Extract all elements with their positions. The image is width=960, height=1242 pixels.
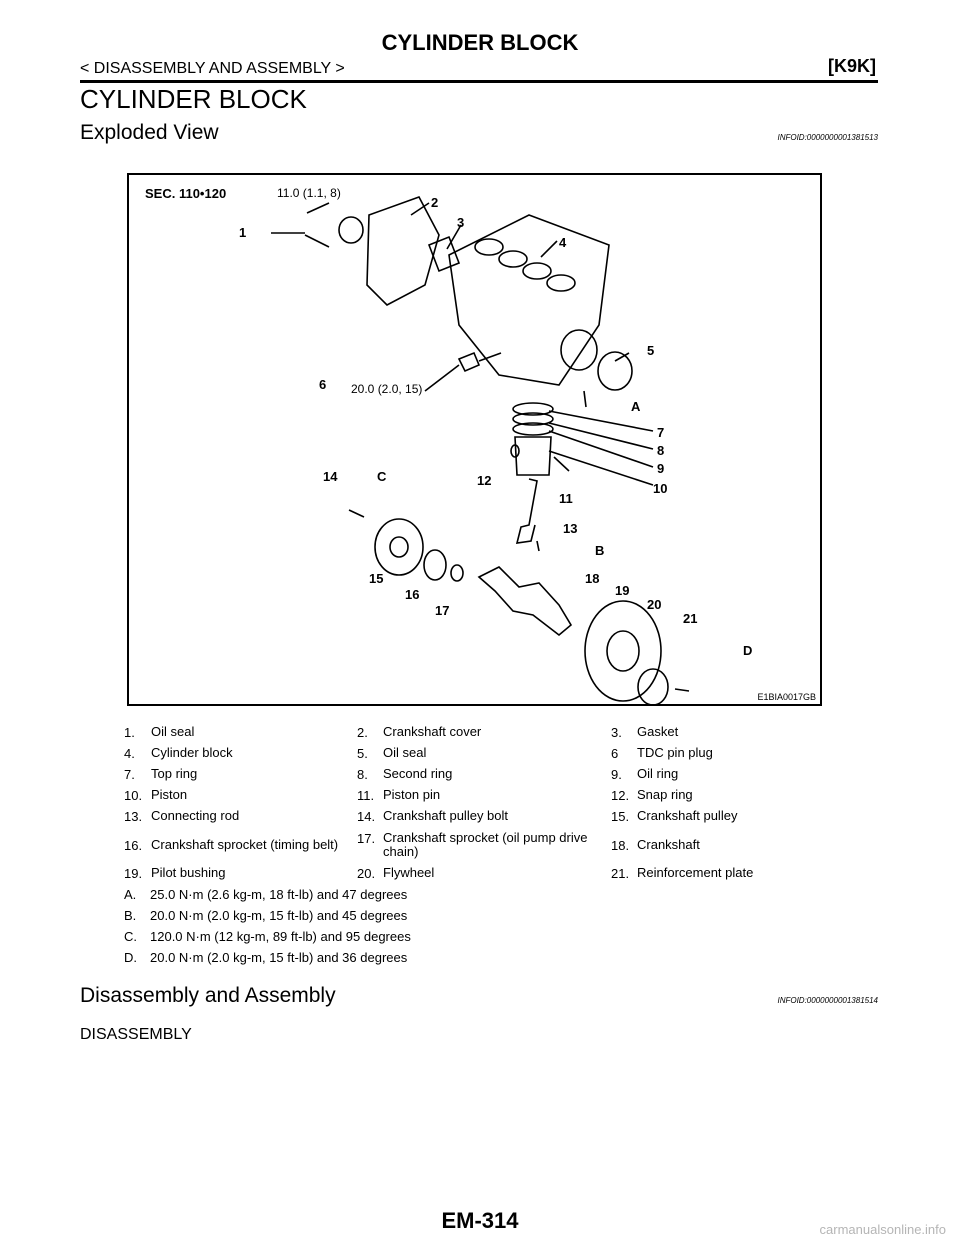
page-header-title: CYLINDER BLOCK (381, 30, 579, 55)
callout-4: 4 (559, 235, 567, 250)
torque-note: D.20.0 N·m (2.0 kg-m, 15 ft-lb) and 36 d… (124, 949, 408, 965)
callout-11: 11 (559, 491, 573, 506)
callout-7: 7 (657, 425, 664, 440)
letter-a: A (631, 399, 641, 414)
engine-model: [K9K] (828, 56, 876, 76)
callout-17: 17 (435, 603, 449, 618)
crankshaft-sprocket-16-drawing (423, 549, 447, 581)
torque-note: C.120.0 N·m (12 kg-m, 89 ft-lb) and 95 d… (124, 928, 411, 944)
tdc-pin-plug-drawing (457, 351, 481, 373)
piston-pin-drawing (553, 456, 570, 472)
callout-14: 14 (323, 469, 338, 484)
torque-6-label: 20.0 (2.0, 15) (351, 382, 422, 396)
callout-18: 18 (585, 571, 599, 586)
connecting-rod-drawing (515, 478, 538, 544)
piston-drawing (514, 436, 552, 476)
disassembly-info-id: INFOID:0000000001381514 (777, 996, 878, 1005)
top-ring-drawing (512, 402, 554, 416)
disassembly-subheading: DISASSEMBLY (80, 1026, 192, 1043)
legend-row: 13.Connecting rod 14.Crankshaft pulley b… (124, 808, 738, 825)
sec-label: SEC. 110•120 (145, 186, 226, 201)
torque-note: A.25.0 N·m (2.6 kg-m, 18 ft-lb) and 47 d… (124, 886, 408, 902)
callout-2: 2 (431, 195, 438, 210)
letter-b: B (595, 543, 604, 558)
crankshaft-drawing (477, 566, 573, 637)
reinforcement-plate-drawing (637, 668, 669, 704)
legend-row: 10.Piston 11.Piston pin 12.Snap ring (124, 787, 693, 804)
callout-10: 10 (653, 481, 667, 496)
oil-ring-drawing (512, 422, 554, 436)
callout-3: 3 (457, 215, 464, 230)
exploded-view-info-id: INFOID:0000000001381513 (777, 133, 878, 142)
callout-9: 9 (657, 461, 664, 476)
page-number: EM-314 (441, 1208, 519, 1233)
callout-19: 19 (615, 583, 629, 598)
exploded-view-figure: SEC. 110•120 11.0 (1.1, 8) 20.0 (2.0, 15… (127, 173, 822, 706)
header-rule (80, 80, 878, 83)
callout-13: 13 (563, 521, 577, 536)
exploded-view-heading: Exploded View (80, 121, 219, 144)
figure-code: E1BIA0017GB (757, 692, 816, 702)
callout-1: 1 (239, 225, 246, 240)
torque-top-label: 11.0 (1.1, 8) (277, 186, 341, 200)
watermark: carmanualsonline.info (819, 1222, 946, 1237)
callout-21: 21 (683, 611, 697, 626)
letter-d: D (743, 643, 752, 658)
callout-5: 5 (647, 343, 654, 358)
oil-seal-5-drawing (597, 351, 633, 391)
callout-6: 6 (319, 377, 326, 392)
second-ring-drawing (512, 412, 554, 426)
legend-row: 16.Crankshaft sprocket (timing belt) 17.… (124, 830, 700, 859)
torque-note: B.20.0 N·m (2.0 kg-m, 15 ft-lb) and 45 d… (124, 907, 408, 923)
letter-c: C (377, 469, 387, 484)
callout-16: 16 (405, 587, 419, 602)
callout-15: 15 (369, 571, 383, 586)
gasket-drawing (427, 235, 461, 273)
exploded-diagram: SEC. 110•120 11.0 (1.1, 8) 20.0 (2.0, 15… (145, 186, 752, 704)
flywheel-drawing (584, 600, 662, 702)
crankshaft-cover-drawing (366, 196, 440, 306)
legend-row: 1.Oil seal 2.Crankshaft cover 3.Gasket (124, 724, 679, 741)
crankshaft-pulley-drawing (374, 518, 424, 576)
parts-legend: 1.Oil seal 2.Crankshaft cover 3.Gasket 4… (124, 722, 764, 968)
breadcrumb: < DISASSEMBLY AND ASSEMBLY > (80, 60, 345, 77)
callout-labels: 1 2 3 4 5 6 7 8 9 10 11 12 13 14 15 16 1… (239, 195, 752, 658)
callout-12: 12 (477, 473, 491, 488)
callout-20: 20 (647, 597, 661, 612)
legend-row: 19.Pilot bushing 20.Flywheel 21.Reinforc… (124, 865, 754, 882)
callout-8: 8 (657, 443, 664, 458)
cylinder-block-drawing (448, 214, 610, 386)
legend-row: 7.Top ring 8.Second ring 9.Oil ring (124, 766, 679, 783)
crankshaft-sprocket-17-drawing (450, 564, 464, 582)
disassembly-heading: Disassembly and Assembly (80, 984, 336, 1007)
oil-seal-1-drawing (338, 216, 364, 244)
section-title: CYLINDER BLOCK (80, 84, 307, 114)
